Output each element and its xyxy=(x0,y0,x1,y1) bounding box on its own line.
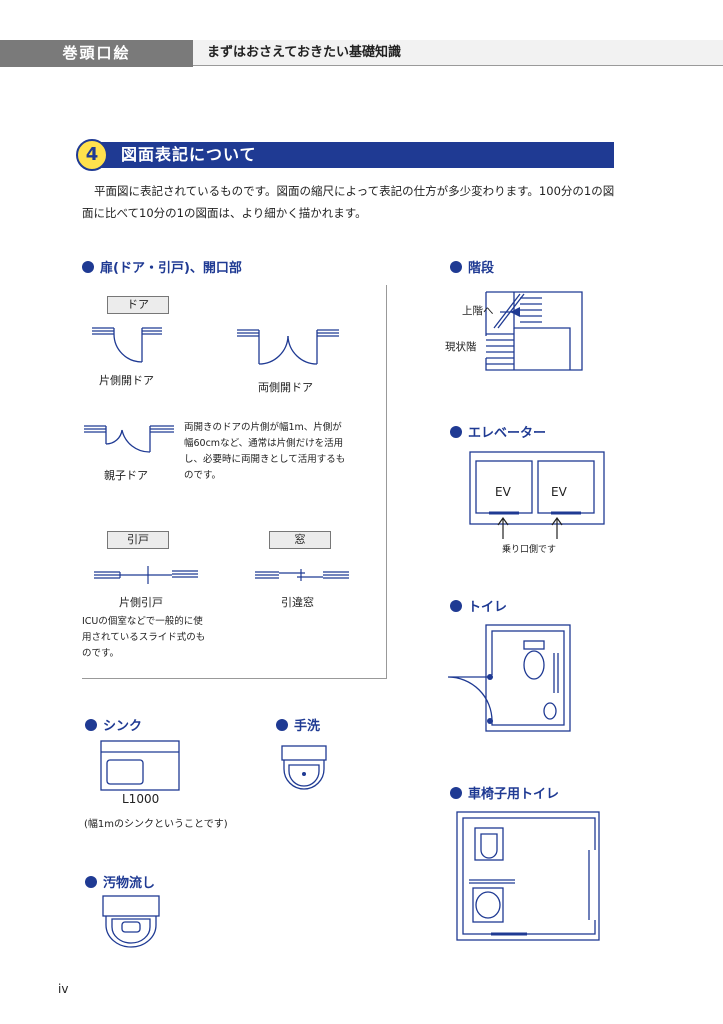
window-label-box: 窓 xyxy=(269,531,331,549)
wheelchair-toilet-heading: 車椅子用トイレ xyxy=(450,783,559,802)
slop-sink-heading-text: 汚物流し xyxy=(103,876,156,891)
handwash-symbol xyxy=(281,745,327,790)
elevator-heading-text: エレベーター xyxy=(468,426,547,441)
sink-symbol xyxy=(100,740,180,791)
doors-frame-bottom xyxy=(82,678,387,679)
handwash-heading-text: 手洗 xyxy=(294,719,321,734)
elevator-1-label: EV xyxy=(495,485,511,499)
stairs-heading-text: 階段 xyxy=(468,261,495,276)
elevator-note: 乗り口側です xyxy=(502,545,557,555)
sink-heading-text: シンク xyxy=(103,719,143,734)
wheelchair-toilet-heading-text: 車椅子用トイレ xyxy=(468,787,560,802)
handwash-heading: 手洗 xyxy=(276,715,320,734)
sink-note: (幅1mのシンクということです) xyxy=(84,819,228,830)
sink-size-label: L1000 xyxy=(122,792,160,806)
bullet-dot-icon xyxy=(85,719,97,731)
intro-paragraph: 平面図に表記されているものです。図面の縮尺によって表記の仕方が多少変わります。1… xyxy=(82,184,615,220)
doors-heading-text: 扉(ドア・引戸)、開口部 xyxy=(100,261,242,276)
slop-sink-heading: 汚物流し xyxy=(85,872,155,891)
elevator-arrows xyxy=(497,516,563,539)
parent-child-door-symbol xyxy=(84,425,174,453)
bullet-dot-icon xyxy=(82,261,94,273)
stairs-up-label: 上階へ xyxy=(462,305,494,317)
page-header: 巻頭口絵 まずはおさえておきたい基礎知識 xyxy=(0,40,723,67)
parent-child-door-caption: 親子ドア xyxy=(104,469,148,482)
section-title: 図面表記について xyxy=(121,145,257,164)
stairs-current-label: 現状階 xyxy=(445,341,477,353)
bullet-dot-icon xyxy=(450,787,462,799)
section-banner xyxy=(100,142,614,168)
sliding-door-label-box: 引戸 xyxy=(107,531,169,549)
page-number: iv xyxy=(58,982,69,996)
header-subtitle: まずはおさえておきたい基礎知識 xyxy=(193,40,723,66)
stairs-symbol xyxy=(485,291,583,371)
slop-sink-symbol xyxy=(102,895,160,948)
header-tab: 巻頭口絵 xyxy=(0,40,193,67)
double-door-caption: 両側開ドア xyxy=(258,381,313,394)
sliding-door-note: ICUの個室などで一般的に使用されているスライド式のものです。 xyxy=(82,616,206,659)
single-sliding-door-symbol xyxy=(94,566,198,584)
bullet-dot-icon xyxy=(85,876,97,888)
elevator-heading: エレベーター xyxy=(450,422,546,441)
elevator-symbol xyxy=(469,451,605,525)
single-door-caption: 片側開ドア xyxy=(99,374,154,387)
sliding-window-symbol xyxy=(255,569,349,581)
bullet-dot-icon xyxy=(276,719,288,731)
bullet-dot-icon xyxy=(450,261,462,273)
section-number-badge: 4 xyxy=(76,139,108,171)
single-sliding-door-caption: 片側引戸 xyxy=(119,596,163,609)
sink-heading: シンク xyxy=(85,715,142,734)
toilet-heading: トイレ xyxy=(450,596,507,615)
doors-frame-right xyxy=(386,285,387,678)
parent-child-door-note: 両開きのドアの片側が幅1m、片側が幅60cmなど、通常は片側だけを活用し、必要時… xyxy=(184,422,346,481)
doors-heading: 扉(ドア・引戸)、開口部 xyxy=(82,257,242,276)
door-label-box: ドア xyxy=(107,296,169,314)
elevator-2-label: EV xyxy=(551,485,567,499)
bullet-dot-icon xyxy=(450,426,462,438)
toilet-symbol xyxy=(447,624,571,732)
wheelchair-toilet-symbol xyxy=(456,811,600,941)
toilet-heading-text: トイレ xyxy=(468,600,508,615)
bullet-dot-icon xyxy=(450,600,462,612)
single-door-symbol xyxy=(92,327,162,363)
stairs-heading: 階段 xyxy=(450,257,494,276)
sliding-window-caption: 引違窓 xyxy=(281,596,314,609)
double-door-symbol xyxy=(237,329,339,365)
